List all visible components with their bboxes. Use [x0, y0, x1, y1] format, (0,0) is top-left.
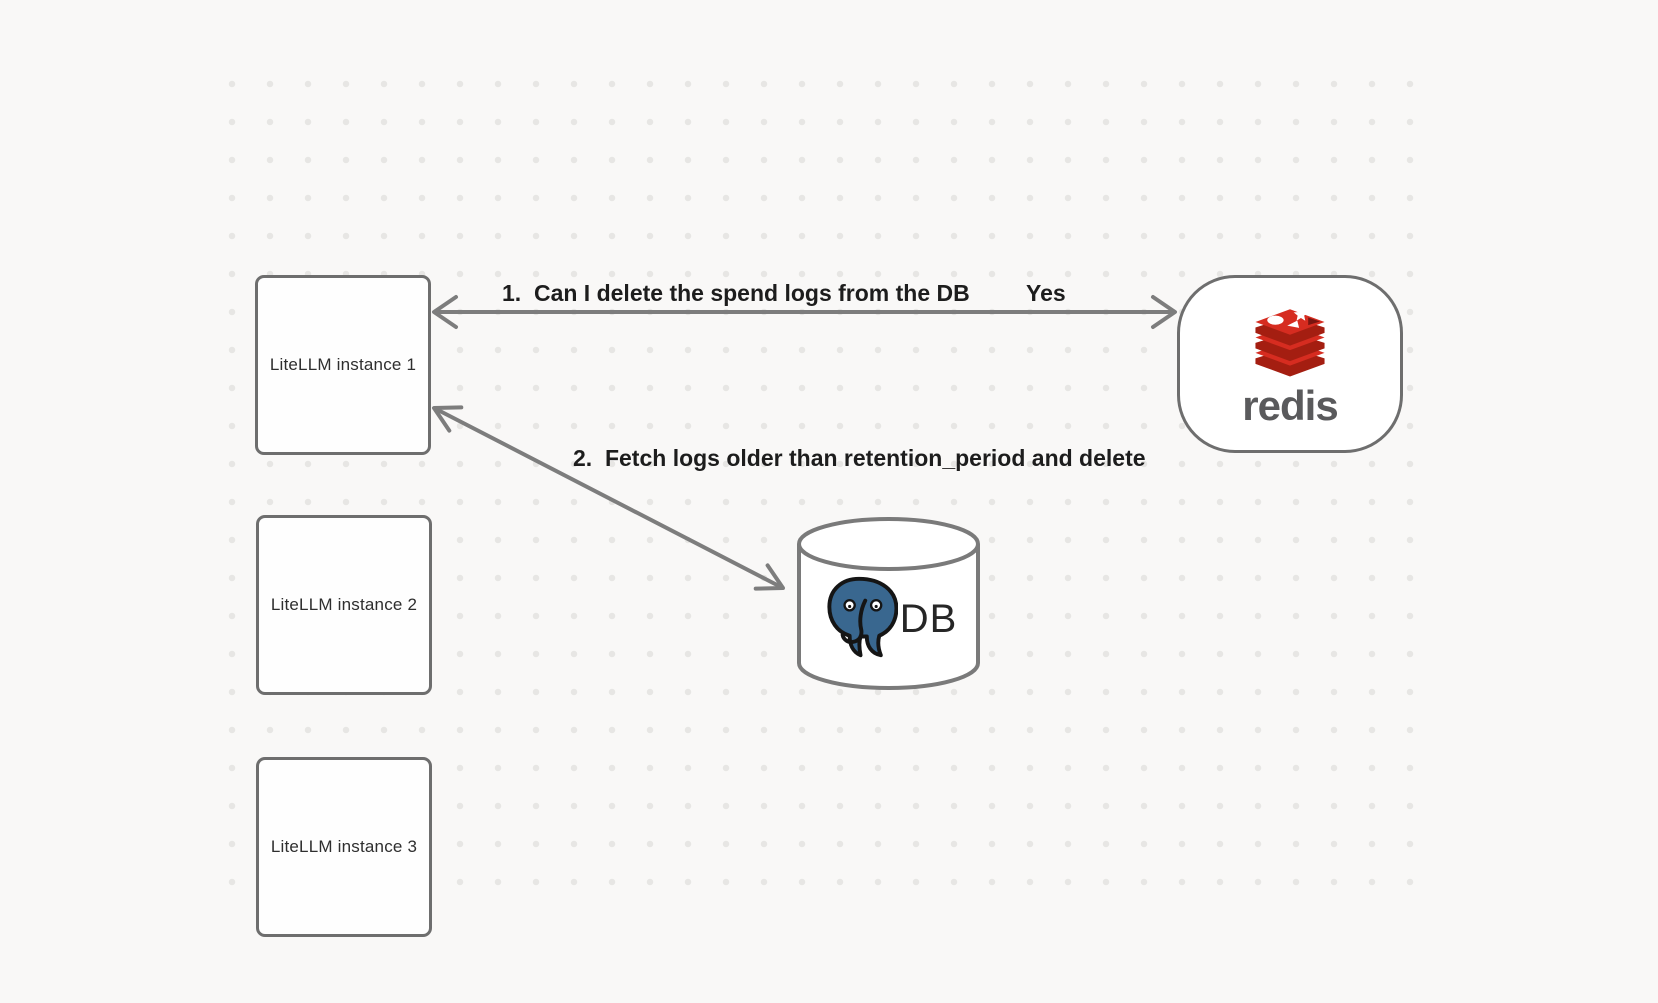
- arrow-2-label: 2. Fetch logs older than retention_perio…: [573, 445, 1146, 471]
- node-litellm-instance-1-label: LiteLLM instance 1: [269, 355, 417, 374]
- node-db[interactable]: DB: [797, 517, 980, 692]
- arrow-1-label: 1. Can I delete the spend logs from the …: [502, 280, 970, 306]
- redis-wordmark: redis: [1242, 381, 1338, 429]
- postgresql-elephant-icon: [820, 574, 899, 665]
- node-litellm-instance-2[interactable]: LiteLLM instance 2: [256, 515, 432, 695]
- arrow-1-response-label: Yes: [1026, 280, 1066, 306]
- redis-stack-icon: [1240, 302, 1340, 387]
- db-label: DB: [899, 597, 958, 641]
- node-litellm-instance-3-label: LiteLLM instance 3: [270, 837, 418, 856]
- node-litellm-instance-1[interactable]: LiteLLM instance 1: [255, 275, 431, 455]
- node-litellm-instance-2-label: LiteLLM instance 2: [270, 595, 418, 614]
- node-litellm-instance-3[interactable]: LiteLLM instance 3: [256, 757, 432, 937]
- node-redis[interactable]: redis: [1177, 275, 1403, 453]
